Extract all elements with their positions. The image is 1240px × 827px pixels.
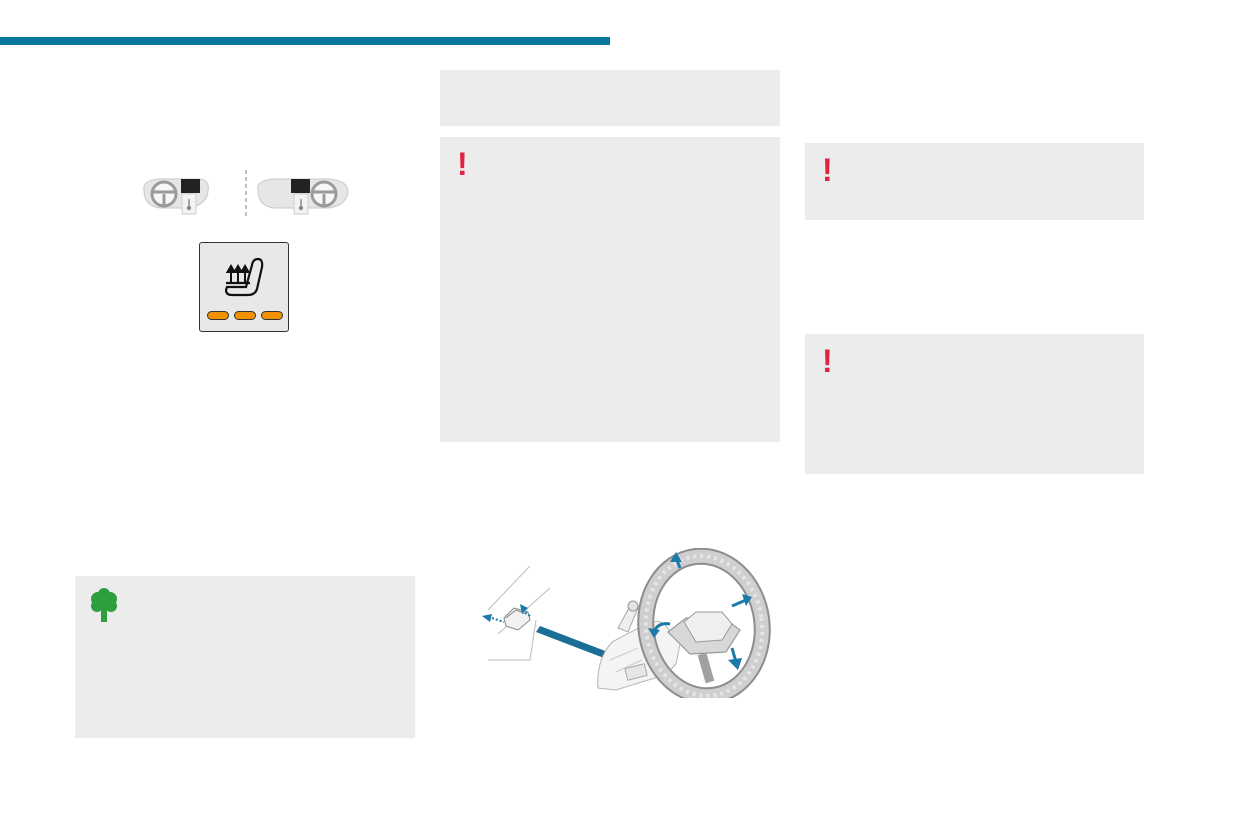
heating-level-1 bbox=[207, 311, 229, 320]
warning-box-right-bottom: ! bbox=[805, 334, 1144, 474]
seat-heating-icon bbox=[224, 257, 264, 297]
warning-box-middle: ! bbox=[440, 137, 780, 442]
heating-level-3 bbox=[261, 311, 283, 320]
eco-tip-box bbox=[75, 576, 415, 738]
heating-level-2 bbox=[234, 311, 256, 320]
header-bar bbox=[0, 37, 610, 45]
warning-icon: ! bbox=[822, 343, 833, 379]
seat-position-diagram bbox=[138, 168, 354, 220]
warning-box-right-top: ! bbox=[805, 143, 1144, 220]
eco-tree-icon bbox=[91, 588, 117, 622]
warning-icon: ! bbox=[457, 146, 468, 182]
steering-wheel-adjustment-illustration bbox=[482, 548, 771, 698]
steering-wheel-illustration bbox=[470, 548, 780, 698]
seat-position-icon bbox=[143, 170, 349, 218]
seat-heating-button[interactable] bbox=[199, 242, 289, 332]
note-box-top bbox=[440, 70, 780, 126]
heating-level-indicators bbox=[207, 311, 283, 321]
warning-icon: ! bbox=[822, 152, 833, 188]
